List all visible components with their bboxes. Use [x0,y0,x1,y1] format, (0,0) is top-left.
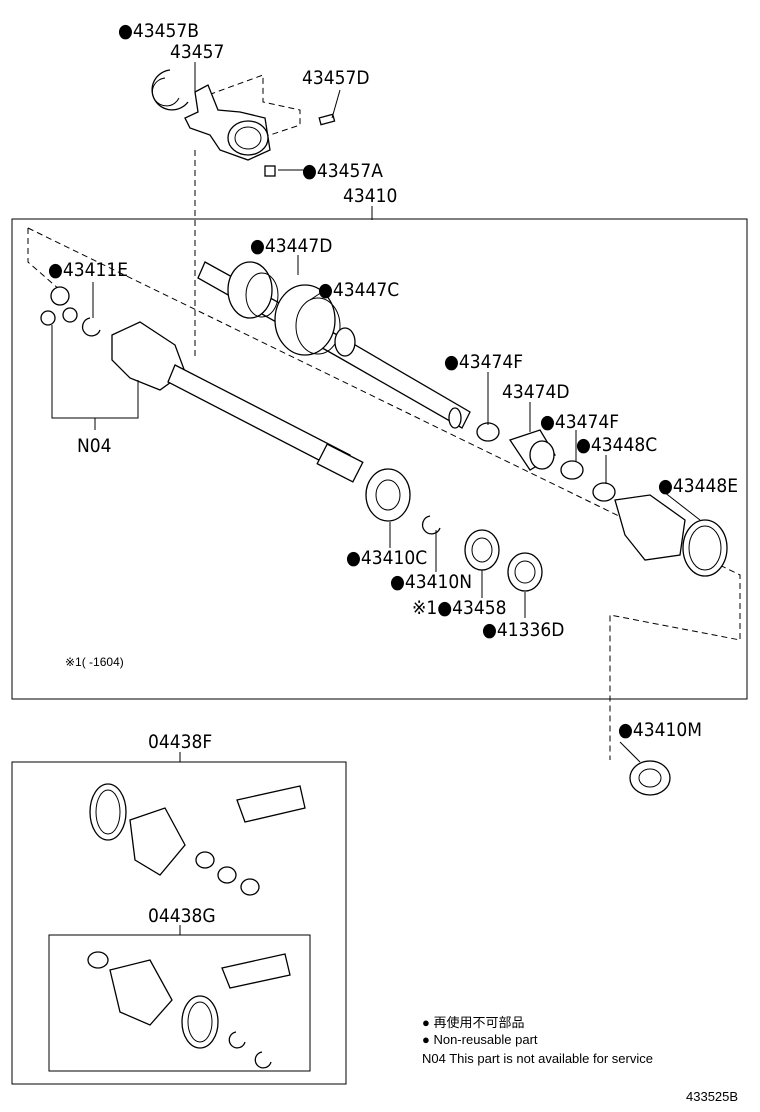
label-43457D: 43457D [302,67,370,89]
label-43410: 43410 [343,185,397,207]
snap-ring-icon [228,1031,246,1049]
band-icon [89,783,127,841]
label-43474D: 43474D [502,381,570,403]
seal-41336D-icon [507,552,543,592]
kit-04438G-frame [48,934,311,1072]
legend-n04: N04 This part is not available for servi… [422,1051,653,1066]
label-43447D: ●43447D [250,235,332,257]
clamp-icon [195,851,215,869]
kit-04438G-parts [87,951,291,1069]
assembly-43410-frame [11,218,748,700]
outboard-joint-part [197,261,471,429]
snap-ring-43411E-icon [81,317,101,337]
kit-04438F-parts [89,783,306,896]
label-43411E: ●43411E [48,259,128,281]
legend-japanese: ● 再使用不可部品 [422,1015,524,1030]
outer-boot-43447C-icon [274,284,336,356]
legend-non-reusable: ● Non-reusable part [422,1032,538,1047]
label-43410C: ●43410C [346,547,427,569]
tripod-43411E-icon [50,286,70,306]
clamp-icon [87,951,109,969]
boot-icon [109,959,173,1026]
grease-pack-icon [236,785,306,823]
label-04438G: 04438G [148,905,216,927]
label-04438F: 04438F [148,731,212,753]
boot-icon [129,807,186,876]
footnote-text: ※1( -1604) [65,655,124,669]
boot-43448E-icon [614,494,686,561]
bolt-43457D-icon [318,113,336,126]
band-icon [181,995,219,1049]
label-43458: ※1●43458 [412,597,506,619]
label-43448E: ●43448E [658,475,738,497]
seal-43458-icon [464,529,500,571]
band-43448E-icon [682,519,728,577]
grease-pack-icon [221,953,291,989]
outer-joint-43447D-icon [227,261,273,319]
boot-kit-part [476,422,728,577]
leader-lines [51,62,701,935]
snap-ring-43410N-icon [421,515,441,535]
clamp-43448C-icon [592,482,616,502]
seal-43410M-icon [629,760,671,796]
label-43474F-a: ●43474F [444,351,523,373]
clamp-43474F-a-icon [476,422,500,442]
label-43474F-b: ●43474F [540,411,619,433]
snap-ring-43457B-icon [151,69,189,111]
diagram-id: 433525B [686,1089,738,1104]
label-N04: N04 [77,435,112,457]
label-43457A: ●43457A [302,160,383,182]
label-43457: 43457 [170,41,224,63]
clamp-43474F-b-icon [560,460,584,480]
dashed-ref-top [199,74,301,141]
label-43410N: ●43410N [390,571,472,593]
label-43448C: ●43448C [576,434,657,456]
bearing-43410C-icon [365,468,411,522]
kit-04438F-frame [11,761,347,1085]
label-43457B: ●43457B [118,20,199,42]
label-41336D: ●41336D [482,619,564,641]
inboard-joint-part [40,286,543,592]
label-43410M: ●43410M [618,719,702,741]
label-43447C: ●43447C [318,279,399,301]
bolt-43457A-icon [264,165,276,177]
bearing-bracket-part [151,69,336,177]
dashed-ref-left [27,228,61,291]
